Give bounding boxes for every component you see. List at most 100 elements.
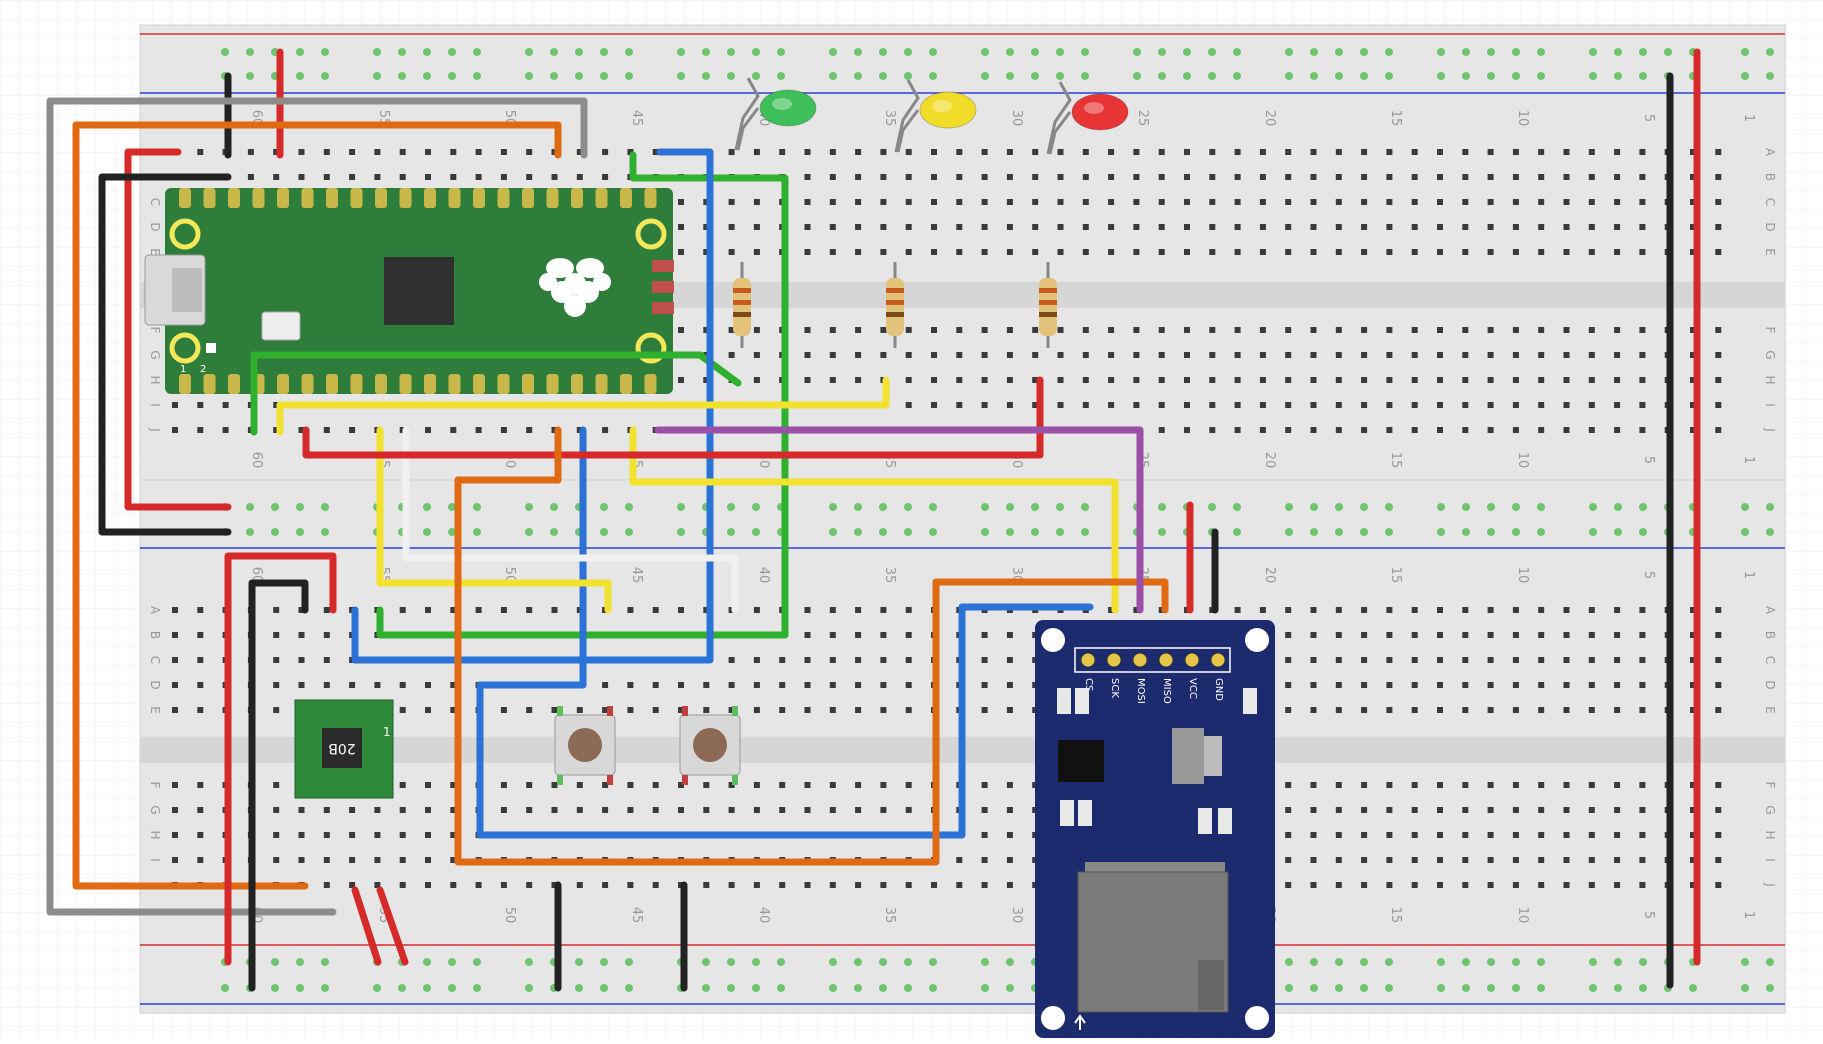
rail-hole: [879, 984, 887, 992]
hole: [931, 224, 937, 230]
hole: [1108, 249, 1115, 255]
rail-hole: [1589, 528, 1597, 536]
hole: [1639, 682, 1646, 688]
hole: [576, 882, 583, 888]
hole: [779, 882, 786, 888]
hole: [1639, 807, 1646, 813]
hole: [981, 327, 988, 333]
resistor-green[interactable]: [733, 262, 751, 348]
hole: [1437, 427, 1443, 433]
rail-hole: [1006, 984, 1014, 992]
hole: [1108, 352, 1115, 358]
hole: [1512, 707, 1519, 713]
row-letter-label: F: [1763, 782, 1777, 789]
hole: [703, 249, 710, 255]
bootsel-button[interactable]: [261, 311, 301, 341]
hole: [1563, 607, 1570, 613]
yellow-led[interactable]: [894, 79, 977, 153]
wire-green[interactable]: [250, 351, 742, 387]
rail-hole: [702, 72, 710, 80]
wire-gray[interactable]: [46, 97, 588, 916]
wire-orange[interactable]: [72, 121, 562, 890]
hole: [880, 199, 887, 205]
rail-hole: [1462, 958, 1470, 966]
hole: [551, 782, 558, 788]
wire-blue[interactable]: [476, 426, 1094, 839]
hole: [1690, 327, 1696, 333]
hole: [1538, 682, 1545, 688]
rail-hole: [1487, 48, 1495, 56]
hole: [1133, 327, 1140, 333]
hole: [526, 427, 533, 433]
hole: [1310, 149, 1317, 155]
hole: [829, 782, 836, 788]
hole: [981, 224, 988, 230]
hole: [753, 377, 760, 383]
rail-hole: [879, 503, 887, 511]
hole: [1108, 149, 1115, 155]
wire-red[interactable]: [376, 886, 409, 966]
rail-hole: [1741, 72, 1749, 80]
hole: [399, 782, 406, 788]
rail-hole: [1462, 984, 1470, 992]
jumper-wires[interactable]: [46, 48, 1701, 992]
hole: [1437, 657, 1443, 663]
hole: [1462, 607, 1469, 613]
wire-red[interactable]: [224, 552, 337, 966]
rail-hole: [1208, 72, 1216, 80]
hole: [855, 782, 862, 788]
wire-orange[interactable]: [454, 426, 1169, 866]
push-button-2[interactable]: [679, 706, 741, 785]
hole: [1563, 807, 1570, 813]
wire-black[interactable]: [248, 579, 309, 992]
hole: [526, 782, 533, 788]
push-button-1[interactable]: [554, 706, 616, 785]
hole: [1563, 782, 1570, 788]
hole: [1259, 249, 1266, 255]
rail-hole: [1462, 72, 1470, 80]
hole: [1259, 224, 1266, 230]
row-letter-label: A: [1763, 148, 1777, 157]
rail-hole: [727, 72, 735, 80]
hole: [1006, 149, 1013, 155]
hole: [197, 427, 204, 433]
red-led[interactable]: [1046, 81, 1129, 155]
wire-yellow[interactable]: [276, 376, 890, 409]
sd-pin: [1106, 652, 1122, 668]
raspberry-pi-pico[interactable]: 1 2: [144, 188, 674, 394]
hole: [829, 707, 836, 713]
hole: [1563, 377, 1570, 383]
wire-black[interactable]: [98, 173, 232, 536]
hole: [1715, 249, 1722, 255]
resistor-yellow[interactable]: [886, 262, 904, 348]
green-led[interactable]: [734, 77, 817, 151]
pico-pin: [546, 374, 559, 394]
hole: [1588, 782, 1595, 788]
wire-blue[interactable]: [351, 148, 714, 664]
hole: [1614, 199, 1621, 205]
wire-red[interactable]: [124, 148, 232, 511]
rail-hole: [1031, 48, 1039, 56]
hole: [1462, 682, 1469, 688]
hole: [880, 224, 887, 230]
hole: [1082, 199, 1089, 205]
wire-red[interactable]: [351, 886, 382, 966]
wire-red[interactable]: [302, 376, 1044, 459]
rail-hole: [246, 48, 254, 56]
wire-yellow[interactable]: [376, 426, 612, 614]
hole: [779, 682, 786, 688]
wire-purple[interactable]: [654, 426, 1144, 614]
hole: [1588, 807, 1595, 813]
hole: [349, 832, 356, 838]
rail-hole: [777, 984, 785, 992]
hole: [905, 632, 912, 638]
hole: [1158, 402, 1165, 408]
hole: [1335, 174, 1342, 180]
hole: [728, 199, 735, 205]
wire-white[interactable]: [402, 426, 739, 614]
eeprom-chip-module[interactable]: 20B 1: [294, 699, 394, 799]
hole: [273, 149, 280, 155]
pico-pin: [277, 188, 289, 208]
resistor-red[interactable]: [1039, 262, 1057, 348]
